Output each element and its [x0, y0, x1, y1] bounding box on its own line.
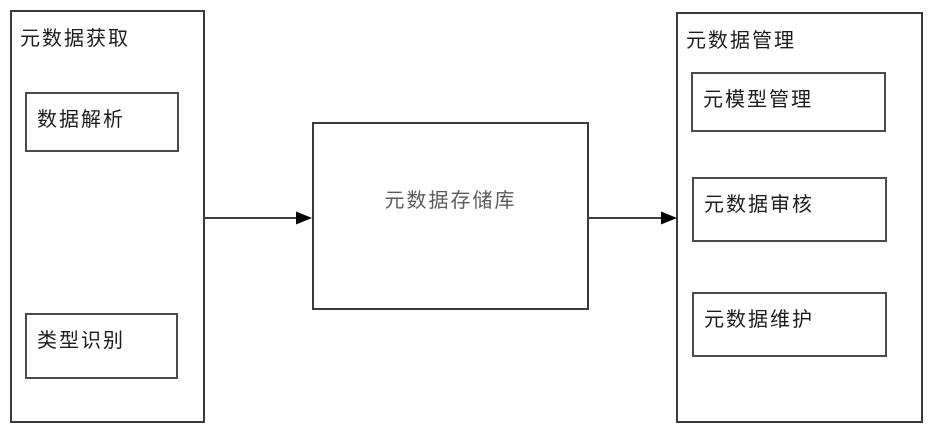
metadata-management-title: 元数据管理	[686, 28, 796, 52]
type-recognition-box: 类型识别	[25, 313, 178, 379]
arrow-center-to-right	[589, 211, 677, 225]
data-parsing-box: 数据解析	[25, 92, 179, 152]
metadata-acquisition-title: 元数据获取	[20, 26, 130, 50]
metadata-repository-box: 元数据存储库	[312, 122, 589, 310]
metadata-review-box: 元数据审核	[692, 177, 887, 242]
metadata-management-panel: 元数据管理 元模型管理 元数据审核 元数据维护	[676, 12, 923, 423]
metamodel-management-box: 元模型管理	[691, 72, 886, 132]
metadata-maintenance-box: 元数据维护	[692, 292, 887, 357]
metadata-repository-label: 元数据存储库	[384, 188, 517, 212]
metadata-acquisition-panel: 元数据获取 数据解析 类型识别	[10, 10, 205, 423]
arrow-left-to-center	[205, 211, 312, 225]
